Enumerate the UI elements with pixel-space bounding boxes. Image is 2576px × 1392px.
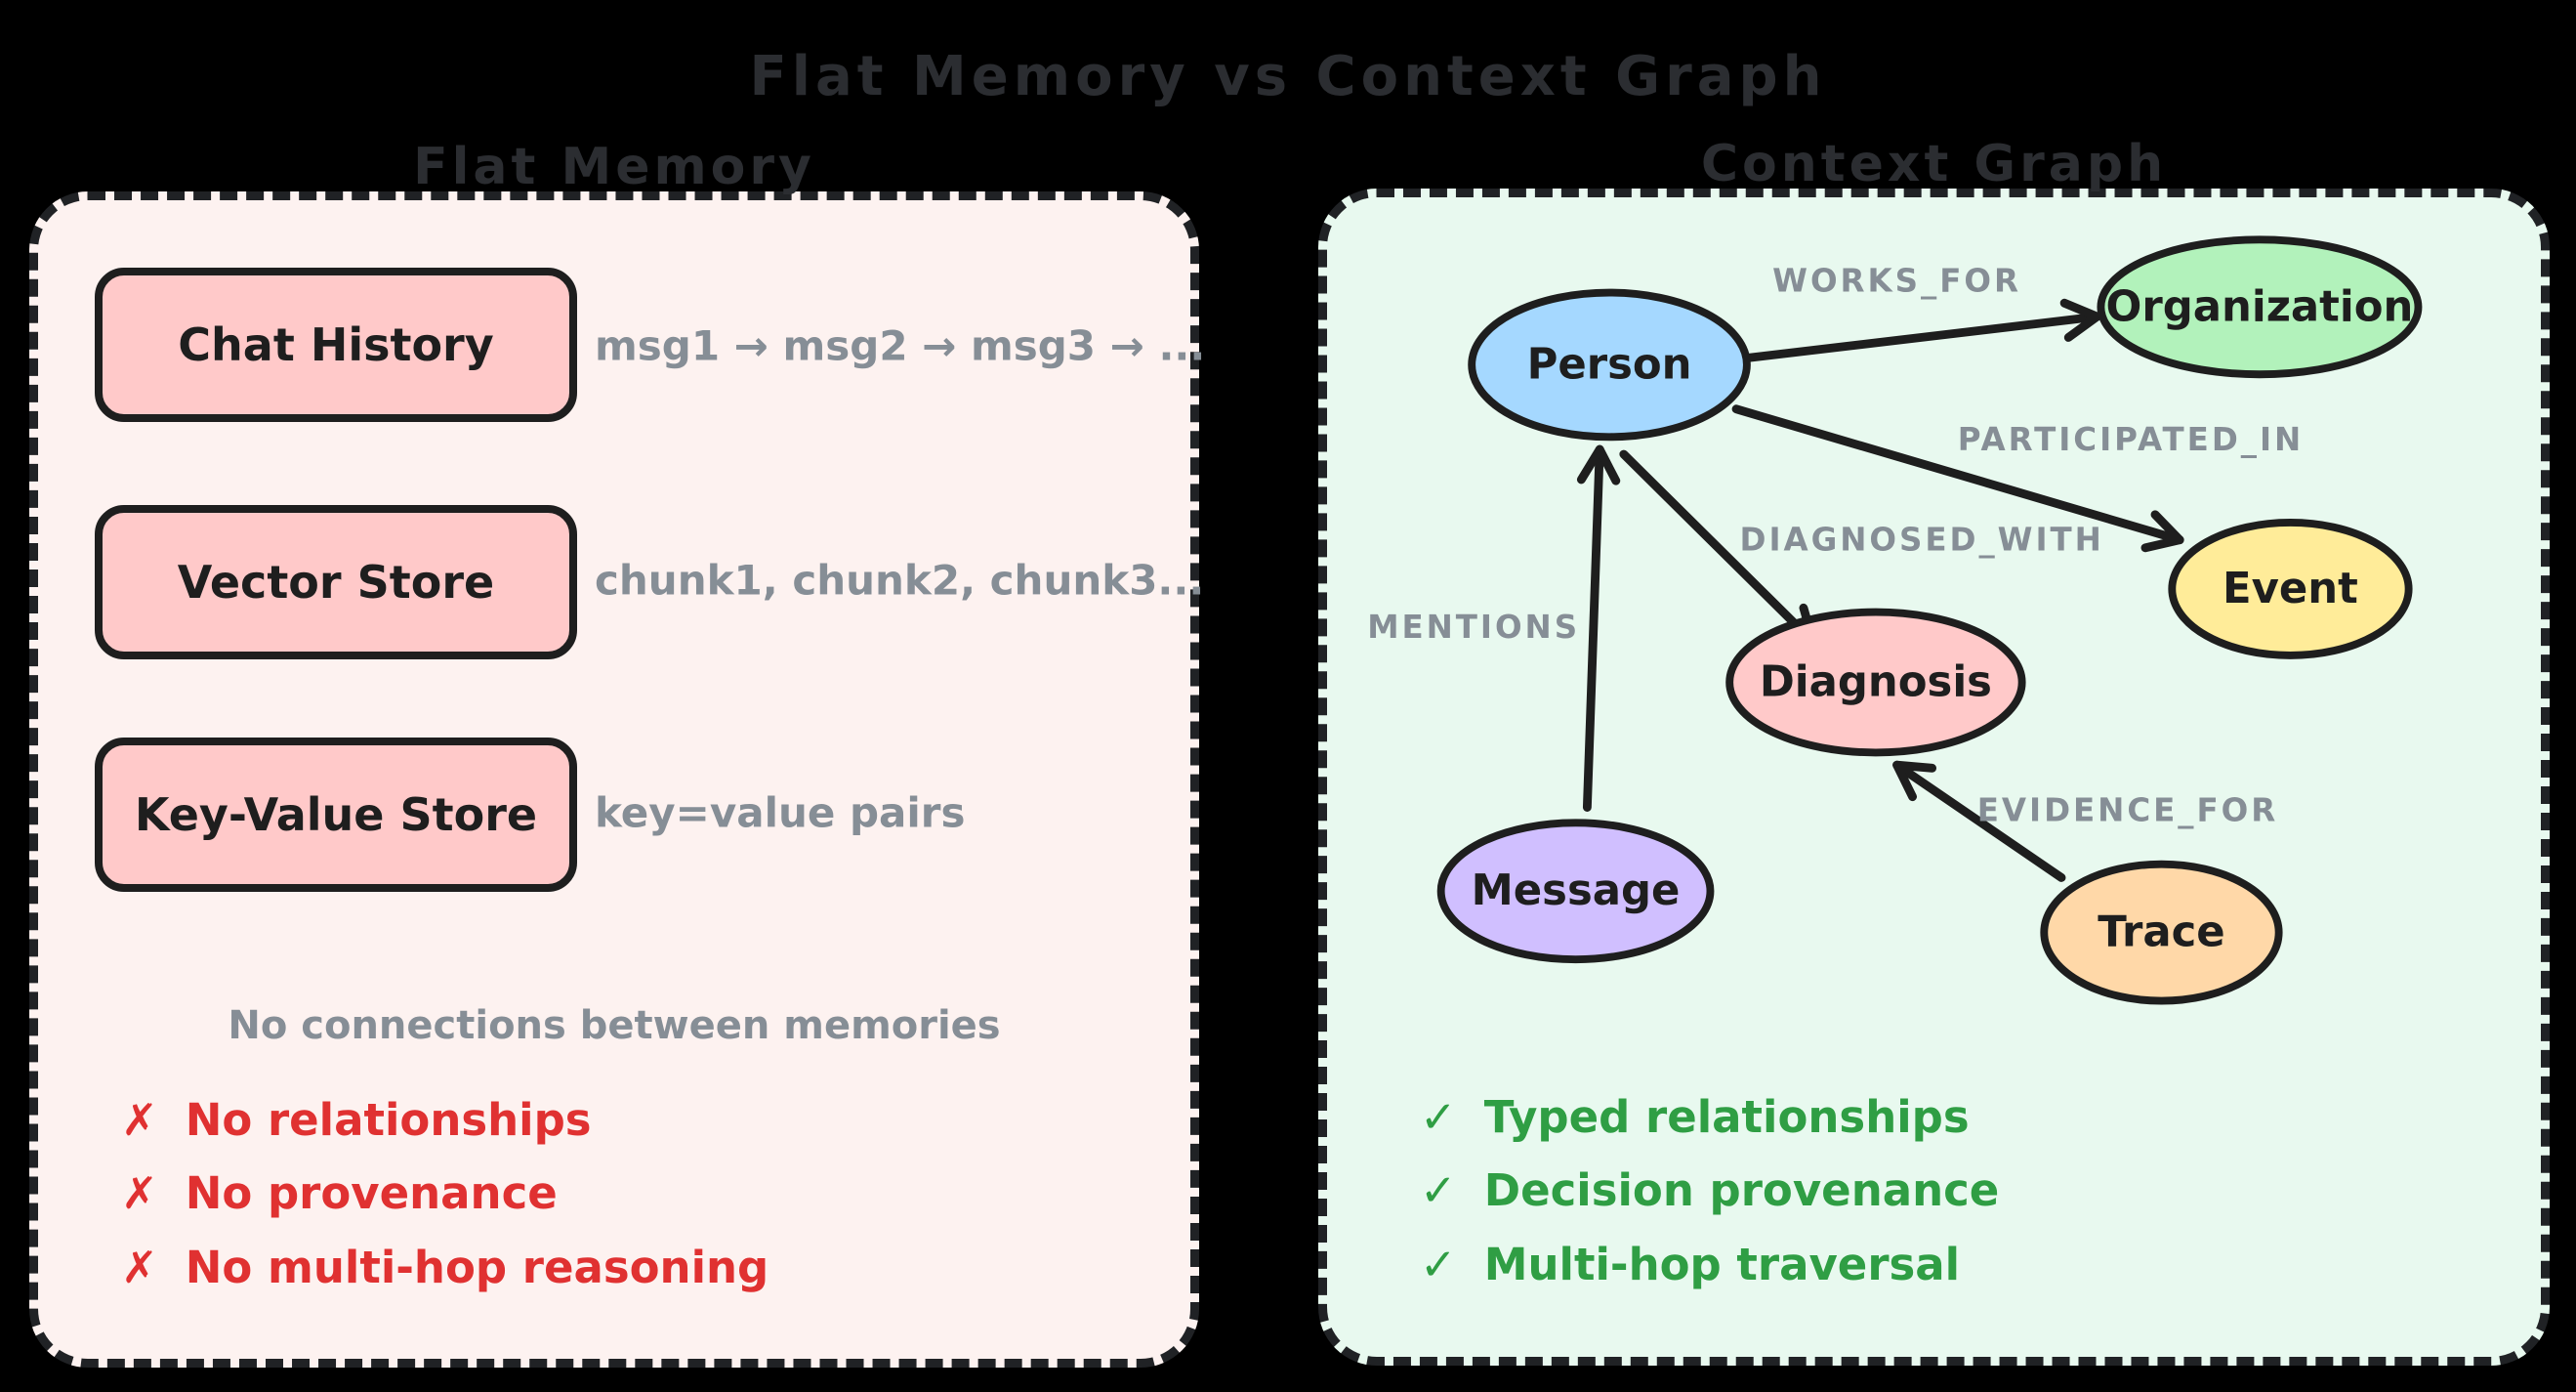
flat-memory-panel: Flat Memory Chat History msg1 → msg2 → m…	[29, 138, 1205, 1368]
node-event-label: Event	[2223, 565, 2358, 613]
con-item-relationships: ✗ No relationships	[121, 1094, 592, 1146]
edge-label-evidence-for: EVIDENCE_FOR	[1977, 791, 2278, 828]
node-event: Event	[2168, 519, 2413, 659]
chat-history-annotation: msg1 → msg2 → msg3 → ...	[595, 321, 1206, 370]
node-message-label: Message	[1472, 866, 1681, 915]
pro-text: Decision provenance	[1483, 1164, 2000, 1216]
key-value-store-label: Key-Value Store	[134, 788, 538, 841]
node-diagnosis-ellipse	[1725, 608, 2026, 757]
context-graph-heading: Context Graph	[1700, 135, 2168, 193]
edge-label-mentions: MENTIONS	[1367, 609, 1580, 646]
diagram-title: Flat Memory vs Context Graph	[749, 45, 1827, 108]
vector-store-box: Vector Store	[95, 505, 577, 659]
con-text: No multi-hop reasoning	[185, 1242, 769, 1293]
node-trace: Trace	[2040, 860, 2283, 1005]
chat-history-box: Chat History	[95, 268, 577, 422]
vector-store-label: Vector Store	[177, 556, 495, 609]
con-item-provenance: ✗ No provenance	[121, 1167, 558, 1219]
node-message-ellipse	[1436, 819, 1715, 964]
pro-item-provenance: ✓ Decision provenance	[1420, 1164, 1999, 1216]
pro-text: Typed relationships	[1483, 1091, 1970, 1143]
context-graph: WORKS_FOR PARTICIPATED_IN DIAGNOSED_WITH…	[1367, 235, 2423, 1005]
cross-icon: ✗	[121, 1242, 158, 1293]
edge-label-works-for: WORKS_FOR	[1772, 263, 2021, 300]
check-icon: ✓	[1420, 1239, 1457, 1290]
node-person: Person	[1468, 288, 1751, 442]
edge-label-participated-in: PARTICIPATED_IN	[1958, 421, 2304, 458]
check-icon: ✓	[1420, 1091, 1457, 1143]
cross-icon: ✗	[121, 1094, 158, 1146]
edge-mentions	[1576, 444, 1621, 812]
edge-participated-in	[1731, 404, 2184, 553]
edge-evidence-for	[1892, 760, 2066, 882]
key-value-store-box: Key-Value Store	[95, 738, 577, 892]
node-diagnosis: Diagnosis	[1725, 608, 2026, 757]
con-text: No provenance	[185, 1167, 558, 1219]
node-organization: Organization	[2097, 235, 2423, 379]
flat-memory-heading: Flat Memory	[413, 138, 815, 196]
node-organization-ellipse	[2097, 235, 2423, 379]
vector-store-annotation: chunk1, chunk2, chunk3...	[595, 556, 1205, 605]
node-event-ellipse	[2168, 519, 2413, 659]
key-value-store-annotation: key=value pairs	[595, 788, 966, 837]
edge-works-for	[1742, 298, 2101, 362]
node-message: Message	[1436, 819, 1715, 964]
con-item-multihop: ✗ No multi-hop reasoning	[121, 1242, 769, 1293]
node-person-label: Person	[1527, 340, 1692, 389]
pro-item-traversal: ✓ Multi-hop traversal	[1420, 1239, 1960, 1290]
context-graph-panel: Context Graph WORKS_FOR PARTICIPATED_IN …	[1318, 135, 2550, 1366]
chat-history-label: Chat History	[178, 318, 494, 371]
check-icon: ✓	[1420, 1164, 1457, 1216]
con-text: No relationships	[185, 1094, 592, 1146]
node-trace-ellipse	[2040, 860, 2283, 1005]
node-trace-label: Trace	[2098, 908, 2224, 957]
pro-text: Multi-hop traversal	[1483, 1239, 1961, 1290]
node-person-ellipse	[1468, 288, 1751, 442]
no-connections-caption: No connections between memories	[228, 1003, 1001, 1048]
pro-item-typed: ✓ Typed relationships	[1420, 1091, 1970, 1143]
node-diagnosis-label: Diagnosis	[1760, 657, 1992, 706]
cross-icon: ✗	[121, 1167, 158, 1219]
edge-label-diagnosed-with: DIAGNOSED_WITH	[1740, 522, 2104, 559]
node-organization-label: Organization	[2106, 282, 2414, 331]
edge-diagnosed-with	[1619, 449, 1818, 647]
